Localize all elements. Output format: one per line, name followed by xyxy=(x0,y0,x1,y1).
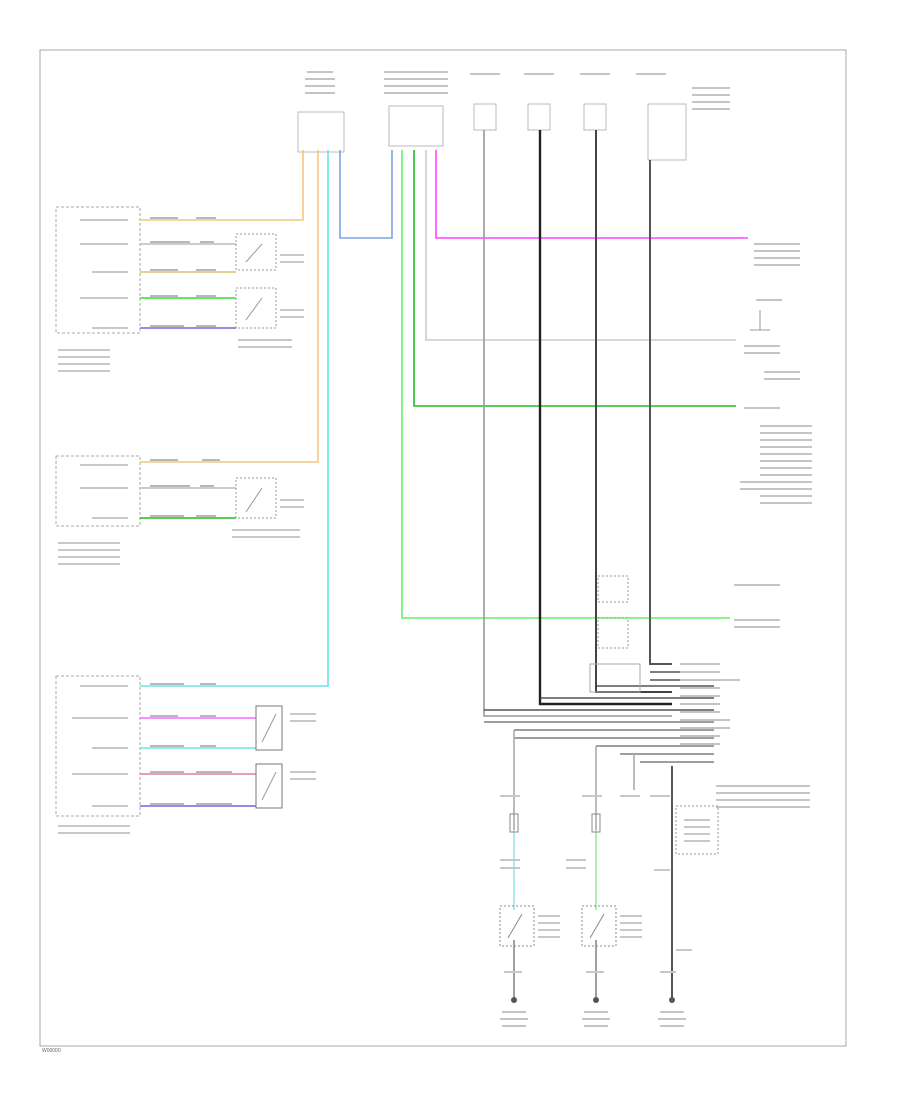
right-labels xyxy=(680,243,812,808)
wire-labels xyxy=(150,217,232,805)
right-components xyxy=(589,310,770,855)
wire-magenta xyxy=(435,150,748,239)
ground-point-2 xyxy=(593,997,599,1003)
wire-gray-3 xyxy=(425,150,736,341)
connector-block-b xyxy=(388,105,444,147)
header-labels xyxy=(305,71,730,110)
wire-dark-fuse-4 xyxy=(649,160,672,665)
ground-point-1 xyxy=(511,997,517,1003)
connector-block-c xyxy=(473,103,497,131)
passenger-seat-module-box xyxy=(55,455,141,527)
wire-tan-1 xyxy=(140,150,304,221)
ground-symbols xyxy=(511,997,675,1003)
wires xyxy=(140,130,748,1000)
footer-code: W00000 xyxy=(42,1048,61,1054)
ground-point-3 xyxy=(669,997,675,1003)
wire-dark-fuse-3 xyxy=(595,130,672,693)
ground-labels xyxy=(500,1011,686,1027)
connector-block-e xyxy=(583,103,607,131)
connector-block-f xyxy=(647,103,687,161)
bottom-switches xyxy=(499,905,617,947)
connector-block-d xyxy=(527,103,551,131)
lower-module-box xyxy=(55,675,141,817)
diagram-border xyxy=(39,49,847,1047)
top-connectors xyxy=(297,103,687,161)
connector-block-a xyxy=(297,111,345,153)
wire-tan-trunk xyxy=(140,150,319,463)
wire-light-blue xyxy=(339,150,393,239)
driver-seat-module-box xyxy=(55,206,141,334)
wire-black-fuse-2 xyxy=(538,130,672,706)
wire-gray-fuse-1 xyxy=(483,130,672,717)
wire-cyan-trunk xyxy=(140,150,329,687)
switch-labels xyxy=(232,254,316,780)
wire-light-green xyxy=(401,150,730,619)
fuses-bottom xyxy=(509,813,601,833)
left-box-labels xyxy=(58,219,130,834)
switches-left xyxy=(235,233,283,809)
wire-green-3 xyxy=(413,150,736,407)
left-components xyxy=(55,206,141,817)
bottom-switch-labels xyxy=(500,795,710,973)
